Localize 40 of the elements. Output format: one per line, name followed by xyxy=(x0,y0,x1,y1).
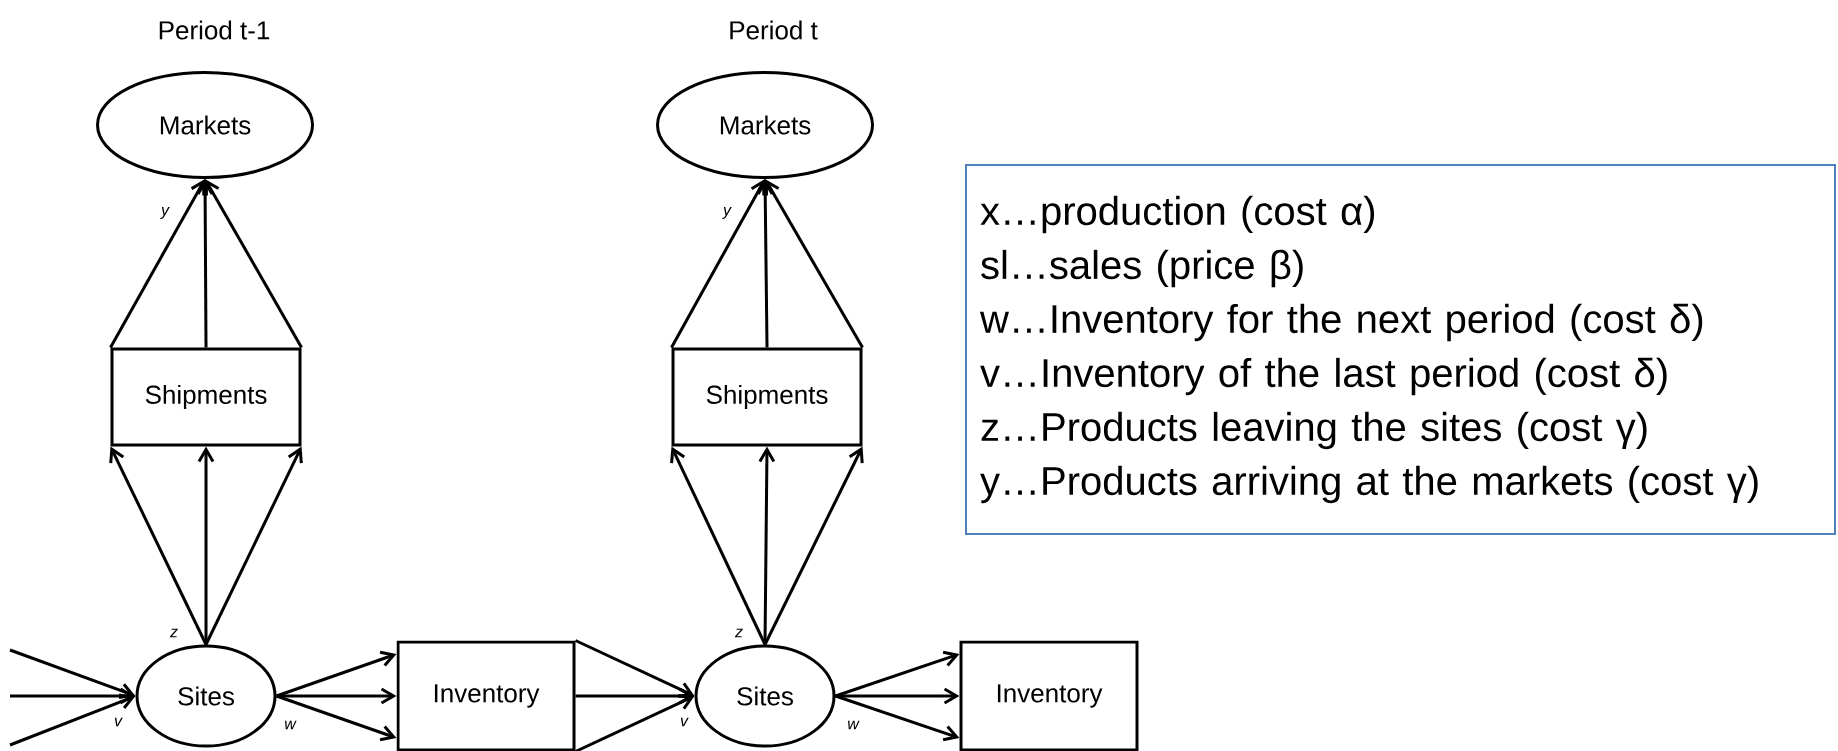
arrow xyxy=(10,687,136,705)
arrow xyxy=(670,179,766,349)
key-box: x…production (cost α) sl…sales (price β) w…Inventory for the next period (cost δ) v…Inventory of the last period (cost δ) z…Products leaving the sites (cost γ) y…Products arriving at the markets (cost γ) xyxy=(965,164,1836,535)
arrow xyxy=(204,179,303,349)
arrow xyxy=(835,687,960,705)
arrow xyxy=(574,694,695,751)
arrow xyxy=(764,179,864,349)
ellipse-node: Markets xyxy=(656,71,874,179)
arrow xyxy=(196,179,214,348)
process-box: Shipments xyxy=(110,347,302,447)
process-box: Inventory xyxy=(959,640,1139,751)
arrow xyxy=(758,446,776,645)
ellipse-node: Markets xyxy=(96,71,314,179)
arrow xyxy=(276,687,397,705)
period-heading: Period t-1 xyxy=(159,20,270,40)
arrow xyxy=(9,693,136,747)
arrow xyxy=(835,694,960,742)
arrow xyxy=(574,639,695,698)
variable-label: z xyxy=(734,628,743,638)
arrow xyxy=(670,446,767,646)
arrow xyxy=(756,179,774,348)
ellipse-node: Sites xyxy=(135,644,277,748)
process-box: Shipments xyxy=(671,347,863,447)
variable-label: v xyxy=(114,717,123,727)
arrow xyxy=(9,648,136,699)
arrow xyxy=(204,446,303,646)
arrow xyxy=(835,650,960,698)
ellipse-node: Sites xyxy=(694,644,836,748)
arrow xyxy=(197,446,215,645)
arrow xyxy=(109,179,206,349)
arrow xyxy=(109,446,208,646)
arrow xyxy=(276,650,397,698)
variable-label: w xyxy=(848,720,860,730)
arrow xyxy=(763,446,864,646)
arrow xyxy=(276,694,397,742)
variable-label: v xyxy=(680,717,689,727)
variable-label: y xyxy=(722,207,732,219)
period-heading: Period t xyxy=(730,20,818,40)
variable-label: y xyxy=(160,207,170,219)
process-box: Inventory xyxy=(396,640,576,751)
